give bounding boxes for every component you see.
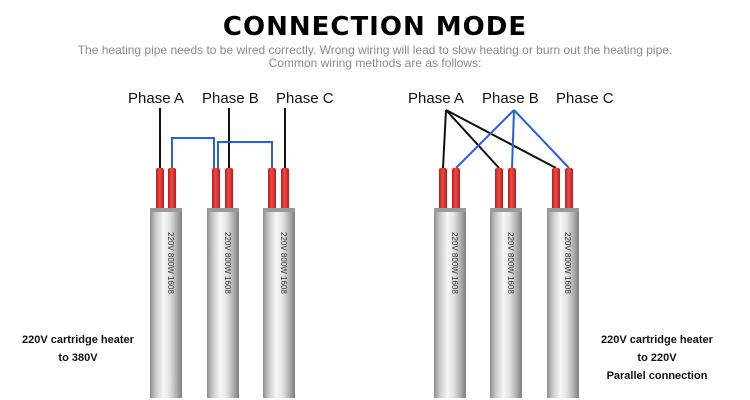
heater-marking: 220V 800W 1608 xyxy=(166,232,175,294)
left-phase-c-label: Phase C xyxy=(276,90,334,107)
right-phase-a-wire xyxy=(445,109,500,169)
right-caption-line-1: 220V cartridge heater xyxy=(601,334,713,346)
left-caption-line-1: 220V cartridge heater xyxy=(22,334,134,346)
left-phase-a-label: Phase A xyxy=(128,90,184,107)
heater-body xyxy=(263,208,295,398)
heater-body xyxy=(150,208,182,398)
red-lead xyxy=(452,168,460,212)
red-lead xyxy=(281,168,289,212)
right-phase-b-label: Phase B xyxy=(482,90,539,107)
heater-body xyxy=(434,208,466,398)
heater-marking: 220V 800W 1608 xyxy=(223,232,232,294)
right-caption-line-2: to 220V xyxy=(637,352,677,364)
heater-marking: 220V 800W 1608 xyxy=(506,232,515,294)
page-title: CONNECTION MODE xyxy=(222,12,528,42)
subtitle-line-2: Common wiring methods are as follows: xyxy=(268,56,482,70)
right-phase-b-wire xyxy=(513,109,570,169)
red-lead xyxy=(225,168,233,212)
left-heater-1: 220V 800W 1608 xyxy=(150,168,182,398)
right-phase-a-label: Phase A xyxy=(408,90,464,107)
left-caption-line-2: to 380V xyxy=(58,352,98,364)
left-jumper-wire-1 xyxy=(171,137,215,168)
right-phase-c-label: Phase C xyxy=(556,90,614,107)
right-heater-3: 220V 800W 1608 xyxy=(547,168,579,398)
right-phase-a-wire xyxy=(445,109,557,169)
red-lead xyxy=(565,168,573,212)
subtitle-line-1: The heating pipe needs to be wired corre… xyxy=(77,43,673,57)
red-lead xyxy=(552,168,560,212)
right-heater-2: 220V 800W 1608 xyxy=(490,168,522,398)
red-lead xyxy=(156,168,164,212)
left-jumper-wire-2 xyxy=(217,141,273,168)
heater-marking: 220V 800W 1608 xyxy=(279,232,288,294)
left-heater-3: 220V 800W 1608 xyxy=(263,168,295,398)
page-subtitle: The heating pipe needs to be wired corre… xyxy=(0,44,750,70)
heater-body xyxy=(547,208,579,398)
right-caption: 220V cartridge heater to 220V Parallel c… xyxy=(592,331,722,385)
heater-marking: 220V 800W 1608 xyxy=(563,232,572,294)
red-lead xyxy=(168,168,176,212)
right-phase-a-wire xyxy=(442,109,447,169)
left-caption: 220V cartridge heater to 380V xyxy=(14,331,142,367)
right-heater-1: 220V 800W 1608 xyxy=(434,168,466,398)
heater-body xyxy=(490,208,522,398)
left-wires xyxy=(159,108,286,168)
red-lead xyxy=(508,168,516,212)
red-lead xyxy=(212,168,220,212)
left-phase-b-label: Phase B xyxy=(202,90,259,107)
red-lead xyxy=(268,168,276,212)
heater-body xyxy=(207,208,239,398)
heater-marking: 220V 800W 1608 xyxy=(450,232,459,294)
left-heater-2: 220V 800W 1608 xyxy=(207,168,239,398)
red-lead xyxy=(495,168,503,212)
right-wires xyxy=(442,109,570,169)
right-phase-b-wire xyxy=(511,109,515,169)
right-caption-line-3: Parallel connection xyxy=(606,370,708,382)
red-lead xyxy=(439,168,447,212)
right-phase-b-wire xyxy=(455,109,515,169)
